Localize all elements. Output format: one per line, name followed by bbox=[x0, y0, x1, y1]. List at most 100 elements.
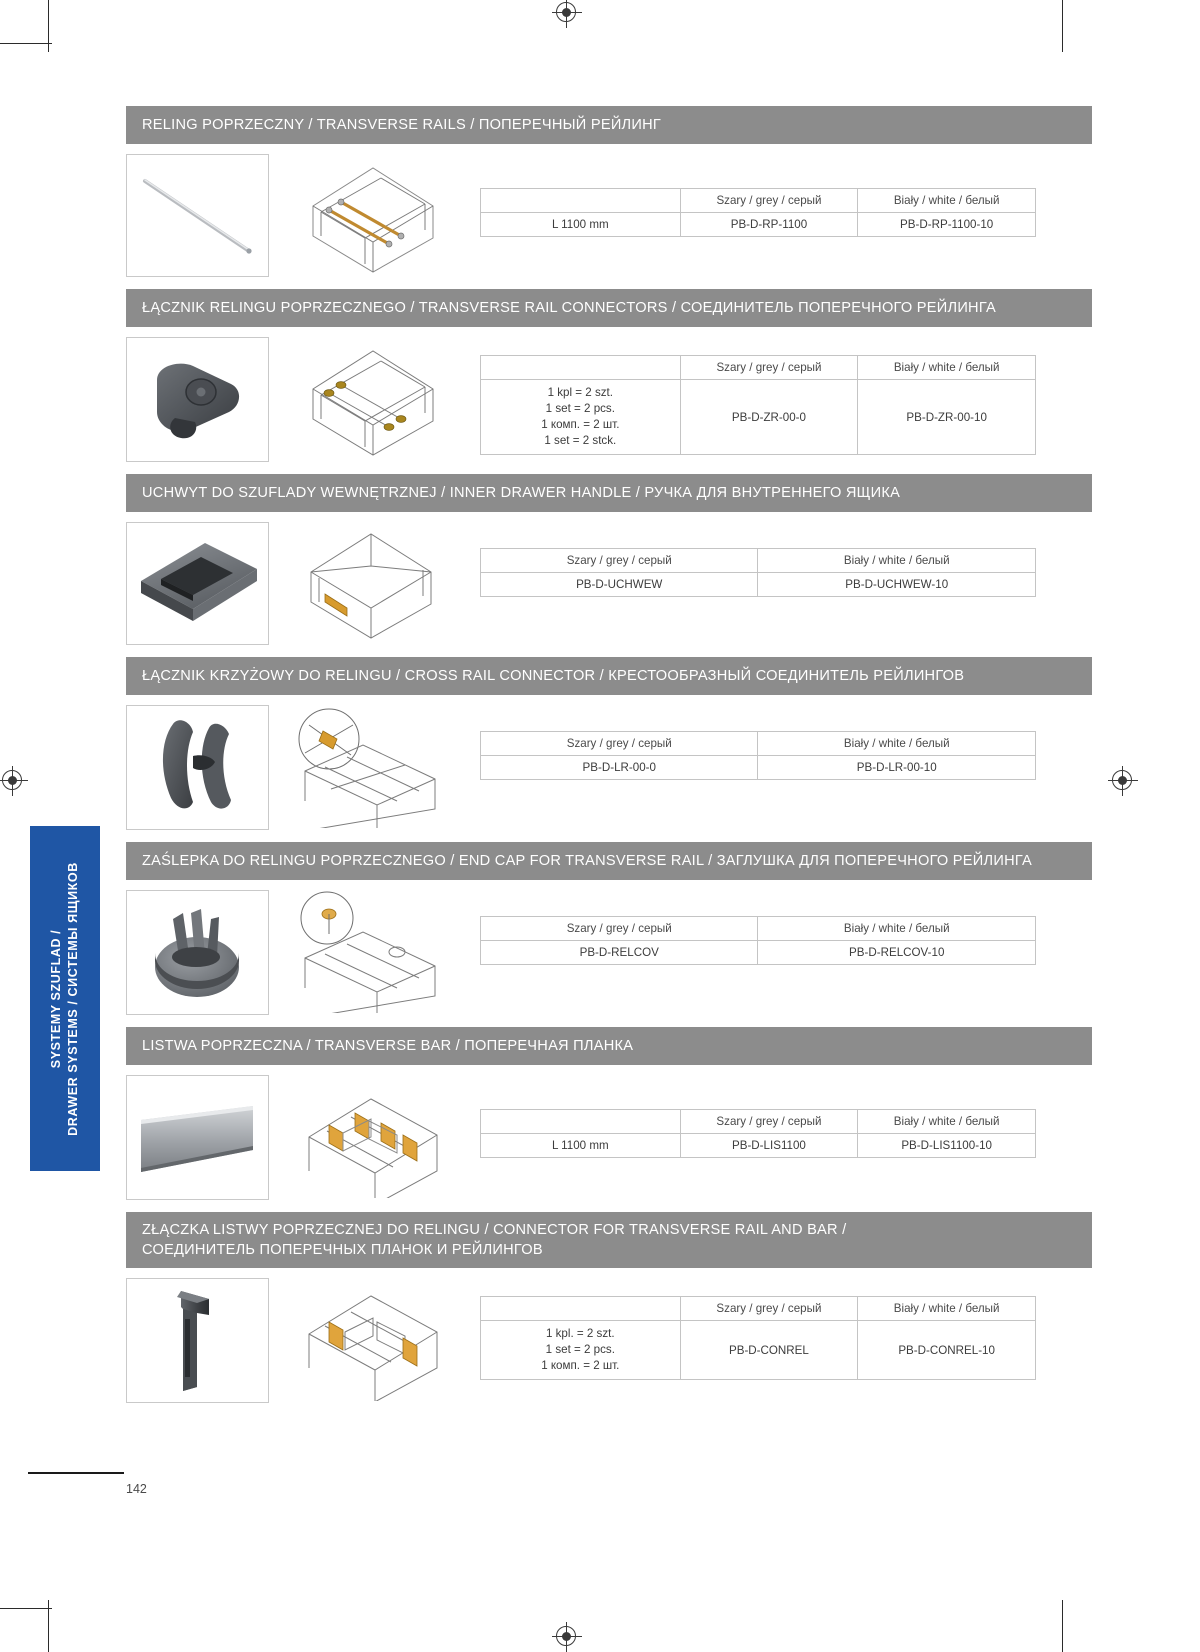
cell-code-grey: PB-D-CONREL bbox=[679, 1320, 859, 1380]
header-grey: Szary / grey / серый bbox=[679, 188, 859, 213]
section-header: RELING POPRZECZNY / TRANSVERSE RAILS / П… bbox=[126, 106, 1092, 144]
cell-code-grey: PB-D-UCHWEW bbox=[479, 572, 759, 597]
cell-description: L 1100 mm bbox=[480, 212, 681, 237]
section-title-line-2: СОЕДИНИТЕЛЬ ПОПЕРЕЧНЫХ ПЛАНОК И РЕЙЛИНГО… bbox=[142, 1242, 543, 1258]
section-title: RELING POPRZECZNY / TRANSVERSE RAILS / П… bbox=[142, 117, 662, 133]
product-sections: RELING POPRZECZNY / TRANSVERSE RAILS / П… bbox=[126, 106, 1092, 1415]
cell-code-grey: PB-D-ZR-00-0 bbox=[679, 379, 859, 455]
cell-code-white: PB-D-LR-00-10 bbox=[757, 755, 1036, 780]
table-header-row: Szary / grey / серый Biały / white / бел… bbox=[479, 916, 1036, 941]
technical-drawing bbox=[285, 337, 460, 460]
table-header-row: Szary / grey / серый Biały / white / бел… bbox=[479, 548, 1036, 573]
spec-table: Szary / grey / серый Biały / white / бел… bbox=[479, 731, 1036, 780]
footer-rule bbox=[28, 1472, 124, 1474]
chapter-side-tab: SYSTEMY SZUFLAD / DRAWER SYSTEMS / СИСТЕ… bbox=[30, 826, 100, 1171]
product-photo bbox=[126, 1075, 269, 1200]
header-white: Biały / white / белый bbox=[757, 548, 1036, 573]
section-title: ŁĄCZNIK RELINGU POPRZECZNEGO / TRANSVERS… bbox=[142, 300, 997, 316]
registration-mark-bottom bbox=[552, 1622, 582, 1652]
cell-code-white: PB-D-ZR-00-10 bbox=[857, 379, 1036, 455]
spec-table-wrapper: Szary / grey / серый Biały / white / бел… bbox=[479, 522, 1092, 597]
section-transverse-rail-connectors: ŁĄCZNIK RELINGU POPRZECZNEGO / TRANSVERS… bbox=[126, 289, 1092, 462]
table-row: L 1100 mm PB-D-LIS1100 PB-D-LIS1100-10 bbox=[480, 1133, 1036, 1158]
crop-mark-bottom-right bbox=[1062, 1600, 1063, 1652]
cell-code-white: PB-D-RELCOV-10 bbox=[757, 940, 1036, 965]
spec-table-wrapper: Szary / grey / серый Biały / white / бел… bbox=[480, 1075, 1092, 1158]
crop-rule-left-bottom bbox=[0, 1608, 52, 1609]
section-header: ZAŚLEPKA DO RELINGU POPRZECZNEGO / END C… bbox=[126, 842, 1092, 880]
technical-drawing bbox=[285, 890, 460, 1013]
section-header: LISTWA POPRZECZNA / TRANSVERSE BAR / ПОП… bbox=[126, 1027, 1092, 1065]
header-grey: Szary / grey / серый bbox=[479, 916, 759, 941]
product-photo bbox=[126, 154, 269, 277]
section-title: LISTWA POPRZECZNA / TRANSVERSE BAR / ПОП… bbox=[142, 1038, 634, 1054]
section-inner-drawer-handle: UCHWYT DO SZUFLADY WEWNĘTRZNEJ / INNER D… bbox=[126, 474, 1092, 645]
crop-mark-top-right bbox=[1062, 0, 1063, 52]
header-blank bbox=[480, 188, 681, 213]
table-header-row: Szary / grey / серый Biały / white / бел… bbox=[480, 1109, 1036, 1134]
table-header-row: Szary / grey / серый Biały / white / бел… bbox=[480, 1296, 1036, 1321]
cell-code-white: PB-D-LIS1100-10 bbox=[857, 1133, 1036, 1158]
table-row: PB-D-RELCOV PB-D-RELCOV-10 bbox=[479, 940, 1036, 965]
section-title: ŁĄCZNIK KRZYŻOWY DO RELINGU / CROSS RAIL… bbox=[142, 668, 965, 684]
cell-code-grey: PB-D-RP-1100 bbox=[679, 212, 859, 237]
crop-mark-bottom-left bbox=[48, 1600, 49, 1652]
header-grey: Szary / grey / серый bbox=[679, 355, 859, 380]
header-grey: Szary / grey / серый bbox=[479, 731, 759, 756]
section-transverse-rails: RELING POPRZECZNY / TRANSVERSE RAILS / П… bbox=[126, 106, 1092, 277]
cell-description: L 1100 mm bbox=[480, 1133, 681, 1158]
section-end-cap-transverse-rail: ZAŚLEPKA DO RELINGU POPRZECZNEGO / END C… bbox=[126, 842, 1092, 1015]
section-transverse-bar: LISTWA POPRZECZNA / TRANSVERSE BAR / ПОП… bbox=[126, 1027, 1092, 1200]
side-tab-line-1: SYSTEMY SZUFLAD / bbox=[49, 929, 64, 1068]
spec-table-wrapper: Szary / grey / серый Biały / white / бел… bbox=[480, 154, 1092, 237]
section-cross-rail-connector: ŁĄCZNIK KRZYŻOWY DO RELINGU / CROSS RAIL… bbox=[126, 657, 1092, 830]
table-row: L 1100 mm PB-D-RP-1100 PB-D-RP-1100-10 bbox=[480, 212, 1036, 237]
cell-description: 1 kpl = 2 szt.1 set = 2 pcs.1 комп. = 2 … bbox=[480, 379, 681, 455]
spec-table: Szary / grey / серый Biały / white / бел… bbox=[480, 188, 1036, 237]
registration-mark-left bbox=[0, 766, 28, 796]
header-blank bbox=[480, 1296, 681, 1321]
header-white: Biały / white / белый bbox=[857, 1109, 1036, 1134]
header-white: Biały / white / белый bbox=[757, 731, 1036, 756]
table-row: PB-D-LR-00-0 PB-D-LR-00-10 bbox=[479, 755, 1036, 780]
product-photo bbox=[126, 337, 269, 462]
table-header-row: Szary / grey / серый Biały / white / бел… bbox=[479, 731, 1036, 756]
section-header: ŁĄCZNIK RELINGU POPRZECZNEGO / TRANSVERS… bbox=[126, 289, 1092, 327]
section-connector-rail-and-bar: ZŁĄCZKA LISTWY POPRZECZNEJ DO RELINGU / … bbox=[126, 1212, 1092, 1403]
crop-rule-left-top bbox=[0, 43, 52, 44]
spec-table-wrapper: Szary / grey / серый Biały / white / бел… bbox=[480, 1278, 1092, 1380]
header-grey: Szary / grey / серый bbox=[679, 1296, 859, 1321]
product-photo bbox=[126, 1278, 269, 1403]
section-title: ZAŚLEPKA DO RELINGU POPRZECZNEGO / END C… bbox=[142, 853, 1033, 869]
technical-drawing bbox=[285, 1075, 460, 1198]
product-photo bbox=[126, 890, 269, 1015]
spec-table: Szary / grey / серый Biały / white / бел… bbox=[479, 916, 1036, 965]
spec-table: Szary / grey / серый Biały / white / бел… bbox=[480, 1109, 1036, 1158]
cell-code-white: PB-D-CONREL-10 bbox=[857, 1320, 1036, 1380]
registration-mark-right bbox=[1108, 766, 1138, 796]
technical-drawing bbox=[285, 154, 460, 277]
table-row: PB-D-UCHWEW PB-D-UCHWEW-10 bbox=[479, 572, 1036, 597]
spec-table-wrapper: Szary / grey / серый Biały / white / бел… bbox=[479, 705, 1092, 780]
header-blank bbox=[480, 1109, 681, 1134]
section-title: UCHWYT DO SZUFLADY WEWNĘTRZNEJ / INNER D… bbox=[142, 485, 901, 501]
spec-table: Szary / grey / серый Biały / white / бел… bbox=[480, 355, 1036, 455]
spec-table: Szary / grey / серый Biały / white / бел… bbox=[480, 1296, 1036, 1380]
crop-mark-top-left bbox=[48, 0, 49, 52]
header-white: Biały / white / белый bbox=[857, 188, 1036, 213]
spec-table-wrapper: Szary / grey / серый Biały / white / бел… bbox=[479, 890, 1092, 965]
cell-code-white: PB-D-UCHWEW-10 bbox=[757, 572, 1036, 597]
technical-drawing bbox=[285, 705, 460, 828]
header-blank bbox=[480, 355, 681, 380]
technical-drawing bbox=[285, 1278, 460, 1401]
cell-code-grey: PB-D-LR-00-0 bbox=[479, 755, 759, 780]
technical-drawing bbox=[285, 522, 460, 645]
section-title: ZŁĄCZKA LISTWY POPRZECZNEJ DO RELINGU / … bbox=[142, 1222, 847, 1238]
product-photo bbox=[126, 705, 269, 830]
page-number: 142 bbox=[126, 1482, 147, 1496]
section-header: ŁĄCZNIK KRZYŻOWY DO RELINGU / CROSS RAIL… bbox=[126, 657, 1092, 695]
section-header: UCHWYT DO SZUFLADY WEWNĘTRZNEJ / INNER D… bbox=[126, 474, 1092, 512]
cell-description: 1 kpl. = 2 szt.1 set = 2 pcs.1 комп. = 2… bbox=[480, 1320, 681, 1380]
header-white: Biały / white / белый bbox=[857, 1296, 1036, 1321]
